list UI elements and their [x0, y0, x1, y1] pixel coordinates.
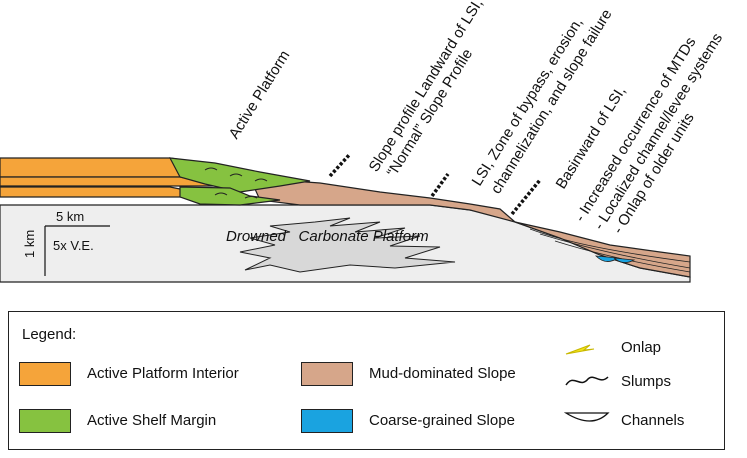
marker-basinward [510, 178, 542, 216]
swatch-coarse-slope [301, 409, 353, 433]
legend-label-slumps: Slumps [621, 373, 672, 390]
scale-horizontal-label: 5 km [56, 209, 85, 224]
scale-ve-label: 5x V.E. [53, 238, 94, 253]
legend-label-mud-slope: Mud-dominated Slope [369, 365, 516, 382]
basin-mud-layer-lines [529, 228, 691, 273]
mud-slope-wedge [249, 177, 516, 223]
channel-lens [612, 257, 636, 263]
legend-title: Legend: [22, 326, 77, 343]
basin-mud-slope [514, 221, 691, 278]
scale-vertical-label: 1 km [22, 229, 37, 258]
onlap-arrow-icon [565, 344, 595, 355]
swatch-shelf-margin [19, 409, 71, 433]
marker-slope-profile [328, 152, 352, 178]
label-drowned-platform: Drowned Carbonate Platform [226, 228, 429, 245]
legend-label-onlap: Onlap [621, 339, 662, 356]
slump-marks [204, 167, 268, 199]
legend-label-platform-interior: Active Platform Interior [87, 365, 239, 382]
legend: Legend: Active Platform Interior Active … [8, 311, 725, 450]
swatch-platform-interior [19, 362, 71, 386]
channel-lens-icon [564, 412, 610, 422]
marker-lsi [430, 172, 450, 198]
slump-squiggle-icon [565, 376, 609, 386]
drowned-platform-core [239, 217, 456, 273]
cross-section-diagram [0, 152, 691, 283]
legend-label-shelf-margin: Active Shelf Margin [87, 412, 217, 429]
shelf-margin-lower [179, 186, 281, 206]
swatch-mud-slope [301, 362, 353, 386]
legend-label-channels: Channels [621, 412, 685, 429]
legend-label-coarse-slope: Coarse-grained Slope [369, 412, 515, 429]
